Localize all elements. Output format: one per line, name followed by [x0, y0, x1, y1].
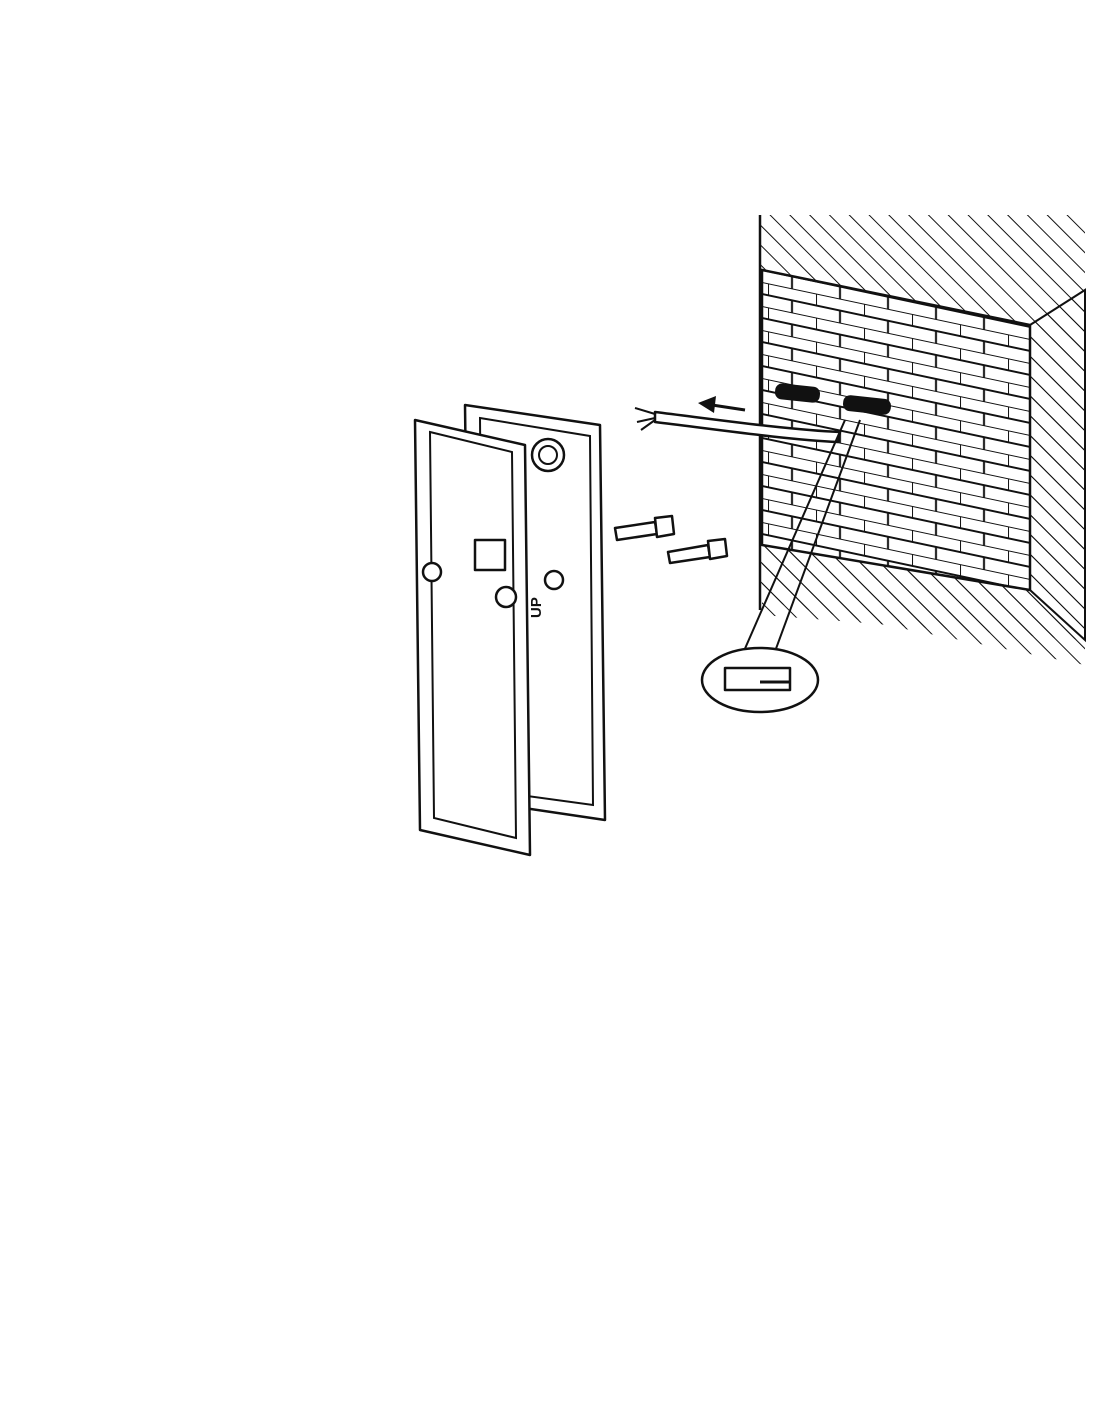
mounting-bracket [413, 403, 607, 857]
direction-arrow-icon [698, 396, 746, 413]
wall-anchors [774, 383, 892, 415]
up-orientation-label: UP [528, 597, 545, 618]
drill-bit-callout [700, 419, 861, 714]
power-cable [634, 407, 842, 444]
brick-wall [758, 215, 1086, 665]
mounting-bolts [613, 514, 729, 565]
